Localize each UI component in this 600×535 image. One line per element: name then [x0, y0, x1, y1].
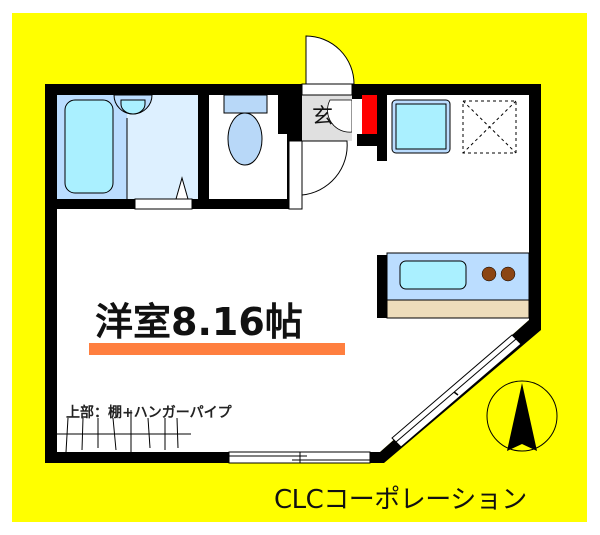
storage-note: 上部：棚+ハンガーパイプ	[66, 405, 232, 421]
room-label: 洋室8.16帖	[95, 300, 303, 344]
inner-door-icon	[301, 140, 348, 196]
room-label-underline	[89, 343, 345, 355]
shoe-box-icon	[362, 95, 377, 134]
closet-hanger-lines	[57, 410, 191, 453]
diagonal-window	[391, 334, 522, 448]
stove-burner-icon	[481, 266, 497, 282]
toilet-room	[209, 94, 287, 199]
fridge-space-icon	[462, 100, 517, 154]
bottom-window	[228, 451, 371, 464]
washbasin-icon	[113, 94, 153, 115]
entrance	[288, 35, 377, 210]
stove-burner-icon	[500, 266, 516, 282]
entrance-label: 玄	[312, 104, 333, 128]
entry-door-icon	[305, 35, 355, 85]
bath-door	[134, 198, 193, 210]
north-arrow-icon	[486, 380, 558, 452]
kitchen-sink-icon	[399, 260, 467, 290]
toilet-icon	[227, 112, 263, 166]
bathtub-icon	[64, 99, 114, 194]
bathroom	[57, 94, 198, 200]
company-name: CLCコーポレーション	[274, 485, 527, 515]
kitchen-counter	[377, 252, 530, 319]
